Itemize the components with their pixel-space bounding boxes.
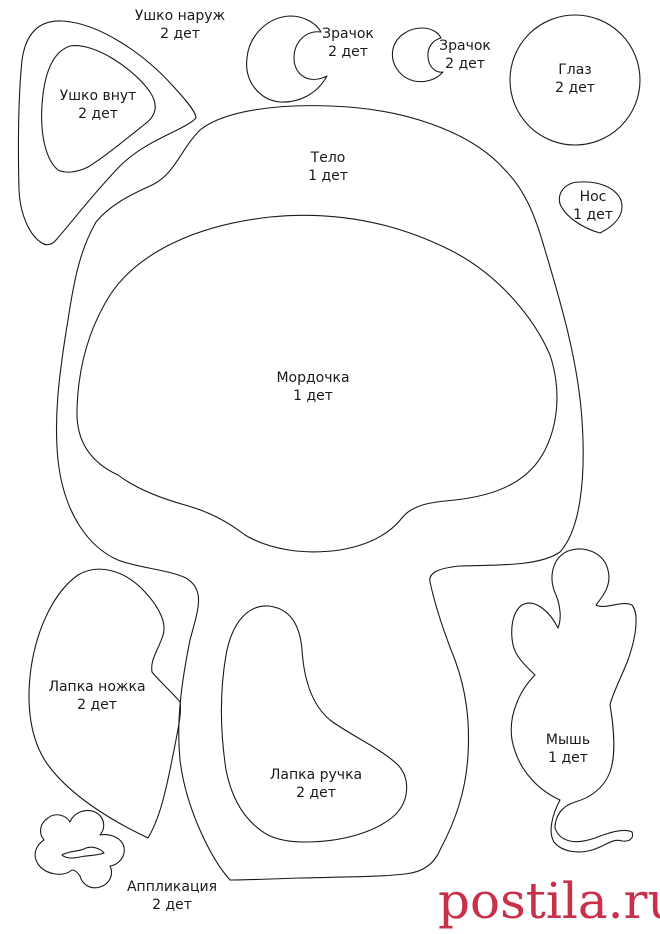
arm-paw-count: 2 дет bbox=[296, 785, 336, 801]
eye-count: 2 дет bbox=[555, 80, 595, 96]
nose-count: 1 дет bbox=[573, 207, 613, 223]
mouse-outline bbox=[510, 548, 637, 853]
body-count: 1 дет bbox=[308, 168, 348, 184]
body-outline bbox=[55, 105, 584, 881]
ear-inner-outline bbox=[41, 45, 156, 173]
leg-paw-outline bbox=[28, 568, 182, 839]
muzzle-label: Мордочка bbox=[276, 370, 349, 386]
pupil-small-outline bbox=[391, 27, 444, 83]
mouse-label: Мышь bbox=[546, 732, 590, 748]
applique-outline bbox=[34, 809, 125, 889]
pupil-large-outline bbox=[246, 15, 328, 103]
mouse-count: 1 дет bbox=[548, 750, 588, 766]
applique-slot-outline bbox=[61, 846, 105, 859]
pupil-small-label: Зрачок bbox=[439, 38, 491, 54]
ear-outer-count: 2 дет bbox=[160, 26, 200, 42]
muzzle-count: 1 дет bbox=[293, 388, 333, 404]
leg-paw-label: Лапка ножка bbox=[48, 679, 145, 695]
body-label: Тело bbox=[310, 150, 346, 166]
applique-count: 2 дет bbox=[152, 897, 192, 913]
leg-paw-count: 2 дет bbox=[77, 697, 117, 713]
muzzle-outline bbox=[76, 214, 558, 553]
arm-paw-outline bbox=[220, 605, 408, 843]
ear-outer-outline bbox=[17, 20, 197, 246]
eye-label: Глаз bbox=[558, 62, 592, 78]
watermark-text: postila.ru bbox=[438, 872, 660, 930]
ear-inner-count: 2 дет bbox=[78, 106, 118, 122]
nose-outline bbox=[558, 181, 623, 234]
pupil-small-count: 2 дет bbox=[445, 56, 485, 72]
applique-label: Аппликация bbox=[127, 879, 217, 895]
ear-inner-label: Ушко внут bbox=[60, 88, 137, 104]
arm-paw-label: Лапка ручка bbox=[270, 767, 362, 783]
ear-outer-label: Ушко наруж bbox=[135, 8, 226, 24]
pupil-large-count: 2 дет bbox=[328, 44, 368, 60]
pupil-large-label: Зрачок bbox=[322, 26, 374, 42]
eye-outline bbox=[509, 14, 641, 146]
nose-label: Нос bbox=[580, 189, 607, 205]
